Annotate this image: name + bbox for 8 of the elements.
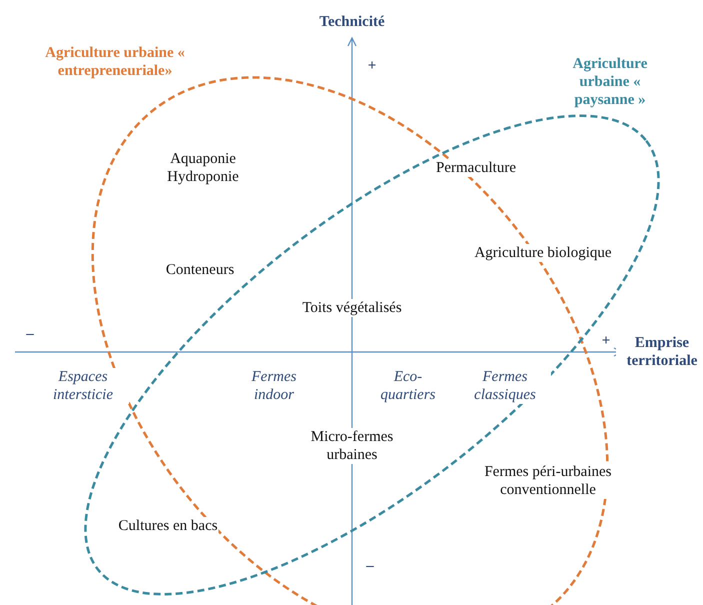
axis-sign: + <box>366 57 378 75</box>
axis-sign: + <box>600 332 612 350</box>
category-label: Agriculture biologique <box>473 244 613 262</box>
category-label: Permaculture <box>435 159 517 177</box>
axis-sign: – <box>365 557 375 575</box>
axis-sign: – <box>25 325 35 343</box>
category-label: Toits végétalisés <box>301 299 403 317</box>
category-label: Cultures en bacs <box>117 517 219 535</box>
